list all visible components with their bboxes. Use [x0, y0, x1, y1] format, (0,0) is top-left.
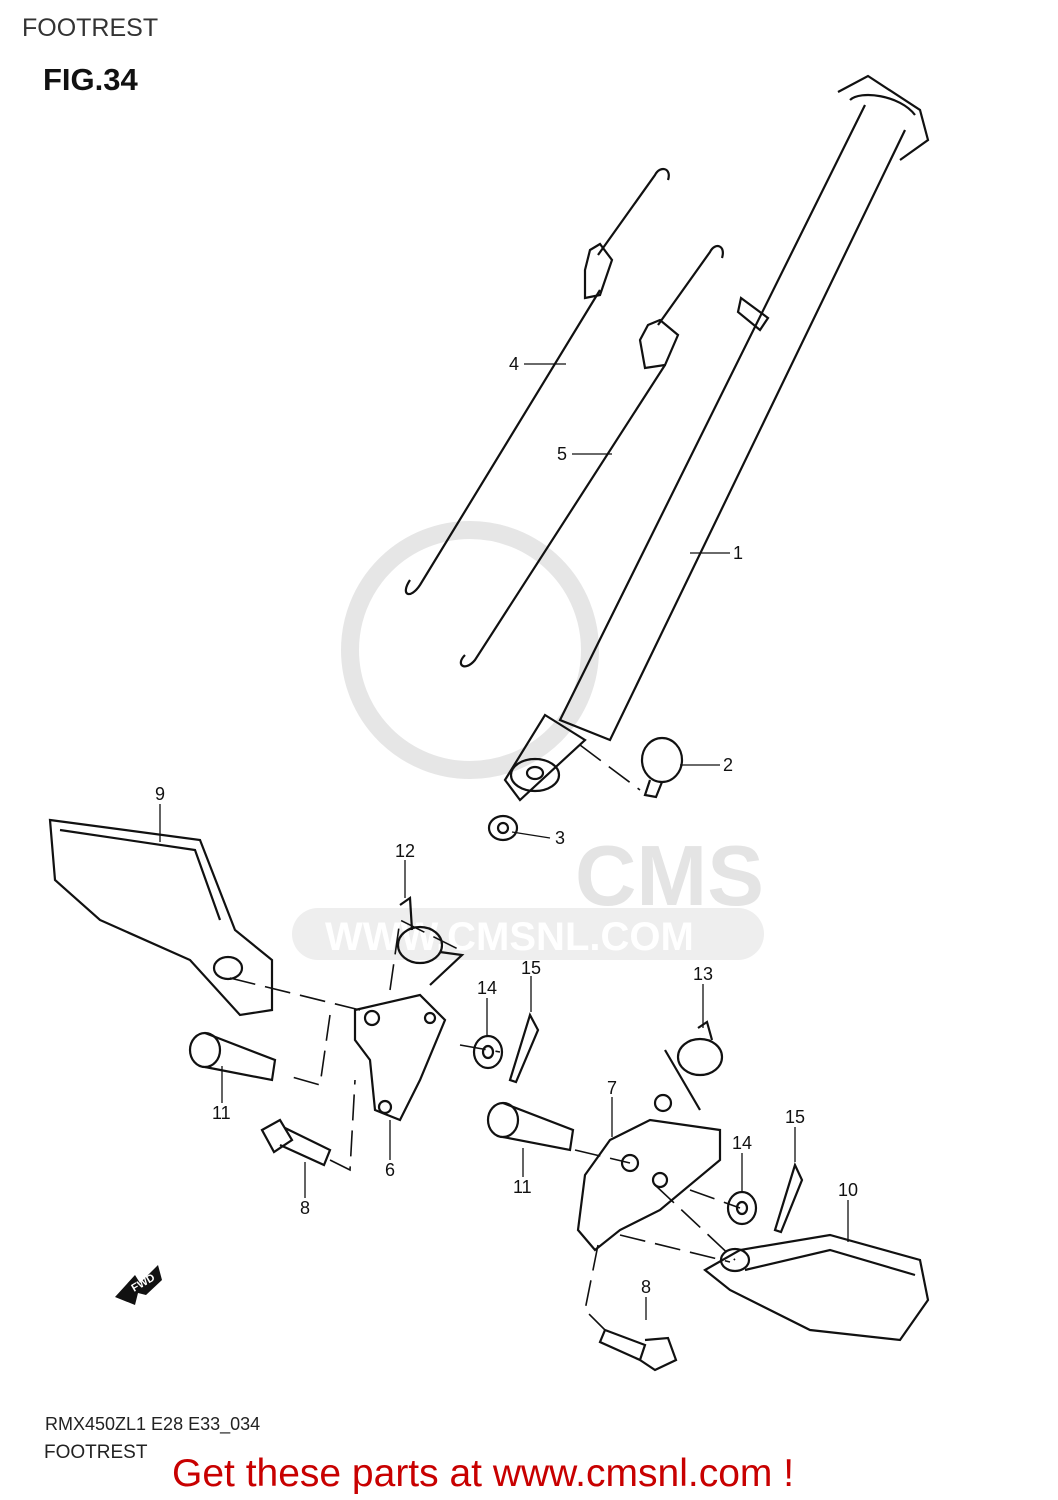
part-2-bolt: [640, 736, 684, 799]
assembly-lines: [229, 744, 741, 1331]
callout-11: 11: [513, 1177, 532, 1197]
callout-12: 12: [395, 841, 415, 861]
callout-labels: 1 2 3 4 5 6 7 8 8 9 10 11 11 12 13 14 14…: [155, 354, 858, 1297]
watermark: CMS WWW.CMSNL.COM: [292, 521, 764, 960]
callout-9: 9: [155, 784, 165, 804]
callout-8: 8: [300, 1198, 310, 1218]
part-11-pin: [188, 1031, 277, 1082]
part-15-cotter-pin: [508, 1012, 540, 1084]
part-7-bracket: [576, 1093, 722, 1252]
part-4-spring: [404, 167, 670, 596]
callout-14: 14: [477, 978, 497, 998]
footer-section-name: FOOTREST: [44, 1442, 148, 1463]
model-code: RMX450ZL1 E28 E33_034: [45, 1414, 261, 1434]
callout-11: 11: [212, 1103, 231, 1123]
part-3-nut: [487, 814, 519, 842]
part-8-bolt: [598, 1328, 678, 1372]
callout-5: 5: [557, 444, 567, 464]
callout-8: 8: [641, 1277, 651, 1297]
callout-3: 3: [555, 828, 565, 848]
callout-1: 1: [733, 543, 743, 563]
callout-13: 13: [693, 964, 713, 984]
part-10-footpeg: [703, 1233, 930, 1342]
callout-15: 15: [521, 958, 541, 978]
part-12-spring: [396, 895, 465, 986]
fwd-arrow-icon: FWD: [115, 1265, 162, 1305]
callout-7: 7: [607, 1078, 617, 1098]
part-11-pin: [486, 1101, 575, 1152]
part-9-footpeg: [48, 818, 274, 1017]
part-8-bolt: [260, 1118, 332, 1167]
section-title: FOOTREST: [22, 14, 159, 42]
callout-10: 10: [838, 1180, 858, 1200]
leader-lines: [159, 363, 849, 1320]
part-5-spring: [459, 244, 724, 668]
part-13-spring: [664, 1020, 724, 1111]
part-1-side-stand: [503, 74, 930, 802]
part-14-washer: [472, 1034, 504, 1070]
promo-link[interactable]: Get these parts at www.cmsnl.com !: [172, 1452, 795, 1495]
figure-label: FIG.34: [43, 62, 138, 97]
callout-4: 4: [509, 354, 519, 374]
callout-6: 6: [385, 1160, 395, 1180]
watermark-url: WWW.CMSNL.COM: [325, 915, 694, 959]
part-drawings: [48, 74, 930, 1372]
callout-2: 2: [723, 755, 733, 775]
callout-14: 14: [732, 1133, 752, 1153]
part-14-washer: [726, 1190, 758, 1226]
part-6-bracket: [353, 993, 447, 1122]
callout-15: 15: [785, 1107, 805, 1127]
part-15-cotter-pin: [773, 1161, 804, 1234]
